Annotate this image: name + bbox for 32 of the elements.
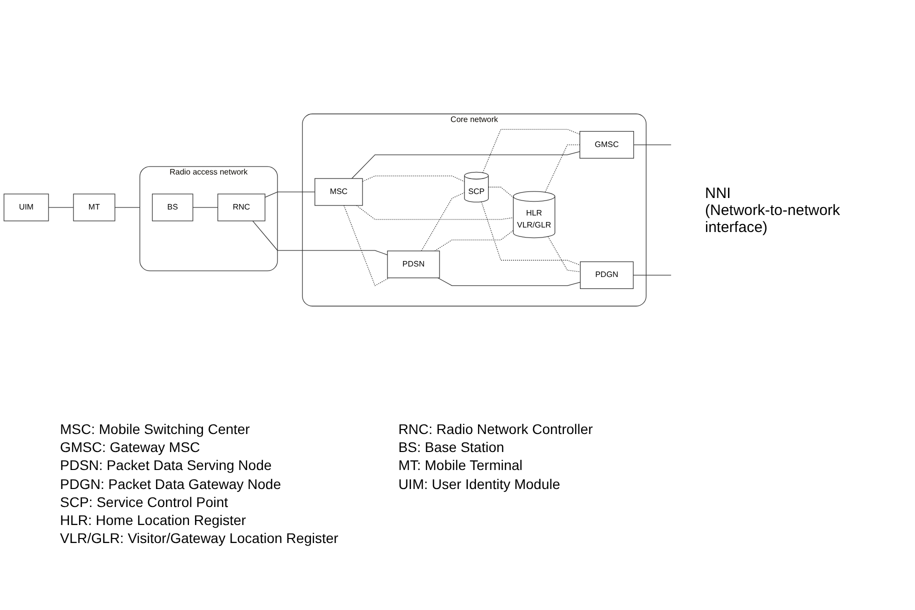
abbreviation-note: PDSN: Packet Data Serving Node [60,456,273,475]
connector [192,207,218,208]
connector [421,192,465,252]
abbreviation-note: BS: Base Station [398,438,506,456]
interface-label: NNI [705,184,732,202]
connector [632,274,672,276]
abbreviation-note: HLR: Home Location Register [60,510,247,530]
connector [356,205,514,220]
connector [633,144,672,146]
abbreviation-note: UIM: User Identity Module [398,474,562,493]
connector [548,236,581,272]
abbreviation-note: VLR/GLR: Visitor/Gateway Location Register [60,529,338,548]
abbreviation-note: GMSC: Gateway MSC [60,438,202,456]
connector [362,176,465,182]
connector [352,151,580,179]
connector [481,201,581,266]
interface-label: (Network-to-network interface) [705,202,842,236]
connector [434,230,514,252]
connector [344,205,390,286]
connector [252,220,388,256]
connector [48,207,74,208]
abbreviation-note: MSC: Mobile Switching Center [60,420,251,438]
connector [438,278,581,286]
abbreviation-note: MT: Mobile Terminal [398,456,524,475]
connector [114,207,140,208]
connector [488,186,514,198]
abbreviation-note: SCP: Service Control Point [60,492,230,511]
connector [264,192,316,198]
connector [482,129,580,174]
connector [544,144,580,192]
abbreviation-note: PDGN: Packet Data Gateway Node [60,474,282,493]
abbreviation-note: RNC: Radio Network Controller [398,420,593,438]
